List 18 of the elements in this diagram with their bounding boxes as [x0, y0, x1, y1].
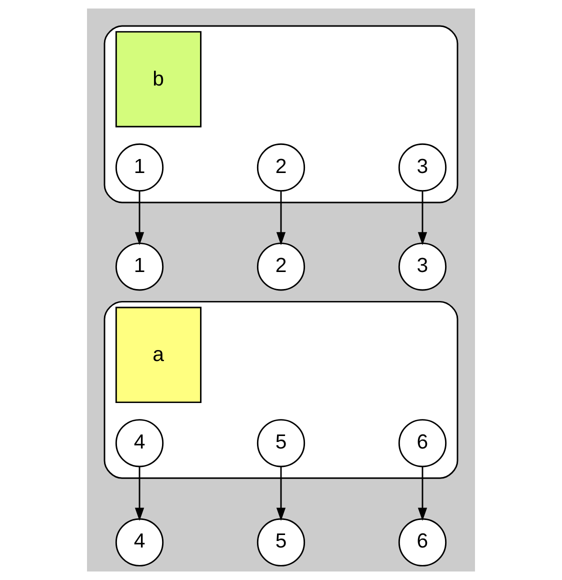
node-circle: 3 [398, 143, 447, 192]
node-circle: 1 [115, 242, 164, 291]
node-circle: 6 [398, 518, 447, 566]
arrow [134, 191, 144, 246]
arrow [418, 191, 428, 246]
arrow [276, 191, 286, 246]
node-circle: 5 [256, 518, 306, 566]
node-circle: 5 [256, 419, 306, 468]
node-circle: 4 [115, 518, 164, 566]
arrow [134, 466, 144, 521]
node-circle: 3 [398, 242, 447, 291]
node-circle: 6 [398, 419, 447, 468]
arrow [418, 466, 428, 521]
arrow [276, 466, 286, 521]
node-circle: 4 [115, 419, 164, 468]
node-circle: 2 [256, 143, 306, 192]
node-circle: 1 [115, 143, 164, 192]
node-circle: 2 [256, 242, 306, 291]
